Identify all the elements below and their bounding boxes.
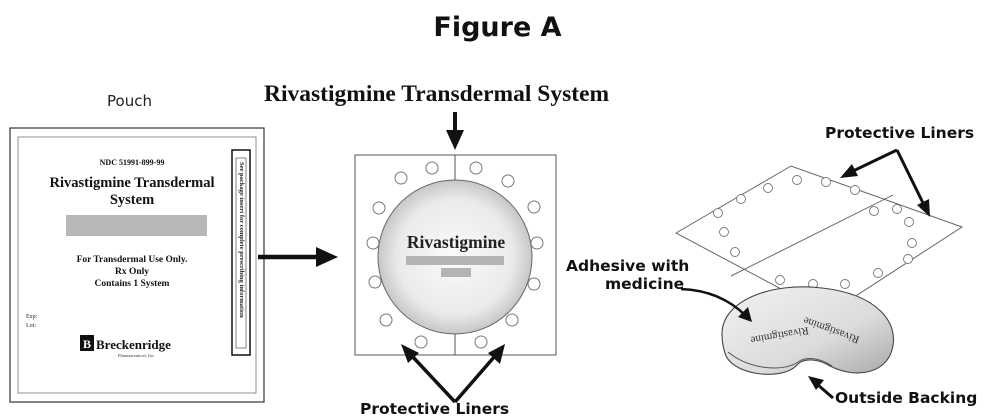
exploded-liner-arrows xyxy=(840,148,930,217)
adhesive-caption-line1: Adhesive with xyxy=(566,257,690,275)
pouch-lot-label: Lot: xyxy=(26,323,36,329)
adhesive-arrow xyxy=(680,287,752,322)
pouch-brand-sub: Pharmaceutical, Inc. xyxy=(118,353,155,359)
pouch-inner-border xyxy=(17,136,257,394)
patch-label-bar-small xyxy=(441,268,471,277)
exploded-adhesive-disc xyxy=(721,286,894,375)
svg-text:B: B xyxy=(83,337,91,351)
pouch-use-line1: For Transdermal Use Only. xyxy=(77,255,188,265)
exploded-liner-split xyxy=(730,194,894,277)
patch-liners-caption: Protective Liners xyxy=(360,400,510,418)
patch-heading: Rivastigmine Transdermal System xyxy=(264,81,610,107)
pouch-product-name-line2: System xyxy=(110,192,154,208)
exploded-liners-caption: Protective Liners xyxy=(825,124,975,142)
pouch-caption: Pouch xyxy=(107,92,152,110)
pouch-ndc: NDC 51991-899-99 xyxy=(100,158,165,167)
patch-label: Rivastigmine xyxy=(407,232,505,252)
figure-title: Figure A xyxy=(433,12,562,43)
liner-pointer-arrows xyxy=(401,344,505,404)
breckenridge-logo: B Breckenridge Pharmaceutical, Inc. xyxy=(80,335,171,359)
patch-label-bar xyxy=(406,256,504,265)
backing-arrow xyxy=(808,376,834,400)
pouch-use-line3: Contains 1 System xyxy=(95,279,170,289)
adhesive-caption-line2: medicine xyxy=(605,275,685,293)
pouch-label-bar xyxy=(66,215,207,236)
liner-perforations xyxy=(366,161,544,349)
pouch-brand: Breckenridge xyxy=(96,337,171,352)
pouch-use-line2: Rx Only xyxy=(115,267,149,277)
exploded-perforations xyxy=(713,175,917,289)
right-arrow-icon xyxy=(258,247,338,267)
pouch-exp-label: Exp: xyxy=(26,314,38,320)
backing-caption: Outside Backing xyxy=(835,389,978,407)
exploded-liner-sheet xyxy=(674,165,964,315)
down-arrow-icon xyxy=(446,112,464,150)
pouch-product-name-line1: Rivastigmine Transdermal xyxy=(49,175,214,191)
pouch-side-text: See package insert for complete prescrib… xyxy=(238,162,245,318)
